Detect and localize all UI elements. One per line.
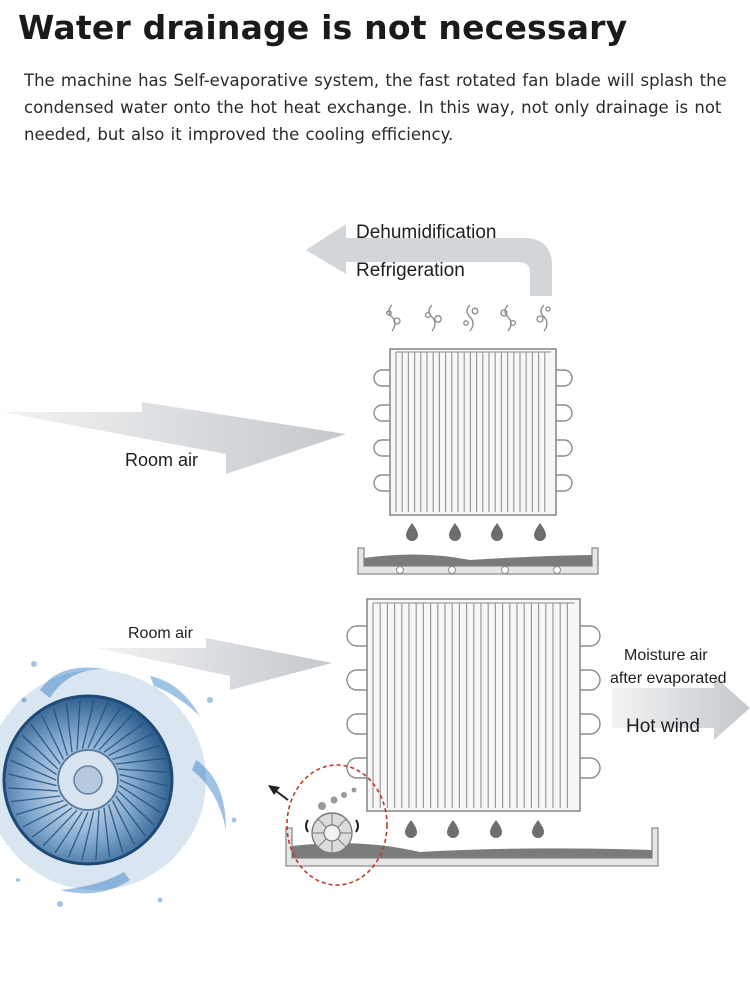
fan-blade (95, 810, 100, 860)
lower-drip-tray-icon (285, 827, 659, 867)
fan-blade (111, 800, 136, 846)
page-title: Water drainage is not necessary (18, 8, 628, 47)
fan-blade (42, 809, 78, 847)
fan-blade (107, 804, 124, 853)
fan-blade (115, 757, 166, 765)
fan-blade (65, 702, 73, 753)
after-evaporated-label: after evaporated (610, 670, 727, 687)
fan-blade (112, 744, 161, 761)
fan-blade (52, 707, 69, 756)
room-air-arrow-lower (96, 638, 332, 690)
upper-drip-tray-icon (357, 547, 599, 575)
fan-blade (118, 768, 168, 773)
fan-wheel-icon (0, 661, 237, 907)
fan-blade (108, 732, 154, 757)
fan-blade (93, 706, 122, 749)
upper-water-drops (406, 523, 546, 541)
hot-wind-arrow (612, 676, 750, 740)
fan-blade (22, 803, 68, 828)
fan-blade (98, 713, 134, 751)
fan-blade (115, 795, 146, 837)
fan-blade (54, 811, 83, 854)
dehumidification-label: Dehumidification (356, 222, 497, 243)
fan-blade (21, 734, 59, 770)
moisture-air-label: Moisture air (624, 647, 708, 664)
fan-blade (119, 779, 166, 801)
lower-coil-icon (346, 598, 601, 812)
fan-blade (76, 700, 81, 750)
fan-blade (14, 746, 57, 775)
room-air-arrow-upper (2, 402, 346, 474)
fan-blade (40, 714, 65, 760)
description-text: The machine has Self-evaporative system,… (24, 71, 727, 144)
fan-blade (81, 700, 95, 749)
fan-blade (119, 785, 162, 814)
fan-blade (8, 787, 58, 792)
splash-fan-icon (268, 764, 388, 886)
fan-blade (87, 702, 109, 749)
hot-wind-label: Hot wind (626, 716, 700, 737)
room-air-label-lower: Room air (128, 625, 193, 642)
dehumidification-arrow (306, 224, 552, 296)
fan-blade (15, 799, 64, 816)
refrigeration-label: Refrigeration (356, 260, 465, 281)
fan-blade (103, 807, 111, 858)
fan-blade (10, 759, 57, 781)
vapor-wisps (386, 304, 551, 332)
fan-blade (10, 795, 61, 803)
lower-water-drops (405, 820, 544, 838)
fan-blade (8, 773, 57, 787)
fan-blade (117, 790, 155, 826)
fan-blade (30, 723, 61, 765)
room-air-label-upper: Room air (125, 450, 199, 470)
fan-blade (81, 811, 95, 860)
fan-blade (67, 811, 89, 858)
fan-blade (119, 773, 168, 787)
fan-blade (103, 722, 145, 753)
fan-blade (31, 807, 73, 838)
upper-coil-icon (373, 348, 573, 516)
